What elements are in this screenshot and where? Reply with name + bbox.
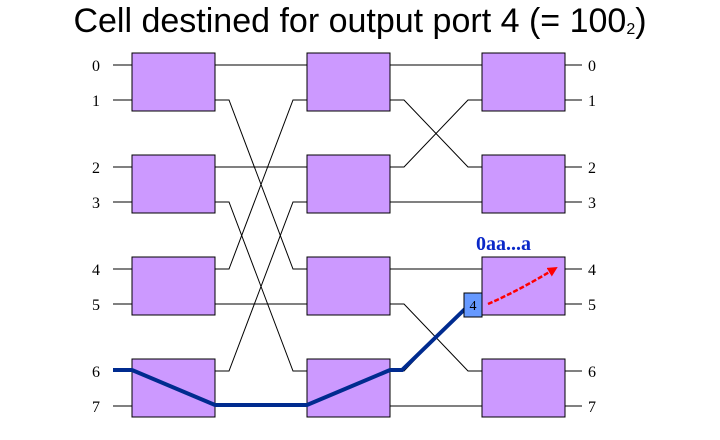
switch-element-s2-0 [306,52,391,112]
port-labels: 0 1 2 3 4 5 6 7 0 1 2 3 4 5 6 7 [92,58,596,416]
output-port-label-7: 7 [588,399,596,416]
output-port-label-3: 3 [588,195,596,212]
routing-tag: 4 [463,292,483,318]
title-subscript: 2 [626,21,636,38]
output-port-label-1: 1 [588,93,596,110]
switch-element-s1-1 [131,154,216,214]
routing-tag-label: 4 [470,299,477,314]
switch-element-s2-1 [306,154,391,214]
switch-element-s2-2 [306,256,391,316]
routing-tag-box [463,292,483,318]
switch-element-s2-3 [306,358,391,418]
input-port-label-5: 5 [92,297,100,314]
output-port-label-6: 6 [588,364,596,381]
stage2-stage3-link-2 [390,99,482,168]
stage1-stage2-link-4 [215,99,307,270]
slide-title: Cell destined for output port 4 (= 1002) [0,2,720,41]
output-port-label-0: 0 [588,58,596,75]
switch-element-s1-0 [131,52,216,112]
switch-elements [131,52,566,418]
interstage-links [113,64,582,407]
title-suffix: ) [635,2,647,40]
direction-arrow [487,266,558,306]
cell-route-path [113,304,470,407]
input-port-label-1: 1 [92,93,100,110]
output-port-label-4: 4 [588,262,596,279]
input-port-label-0: 0 [92,58,100,75]
stage1-stage2-link-6 [215,201,307,372]
input-port-label-3: 3 [92,195,100,212]
switch-element-s1-2 [131,256,216,316]
output-port-label-2: 2 [588,160,596,177]
switch-element-s3-0 [481,52,566,112]
switch-element-s3-1 [481,154,566,214]
input-port-label-6: 6 [92,364,100,381]
input-port-label-4: 4 [92,262,100,279]
header-bits-annotation: 0aa...a [476,233,531,255]
input-port-label-7: 7 [92,399,100,416]
output-port-label-5: 5 [588,297,596,314]
switch-element-s3-3 [481,358,566,418]
input-port-label-2: 2 [92,160,100,177]
title-main: Cell destined for output port 4 (= 100 [73,2,627,40]
